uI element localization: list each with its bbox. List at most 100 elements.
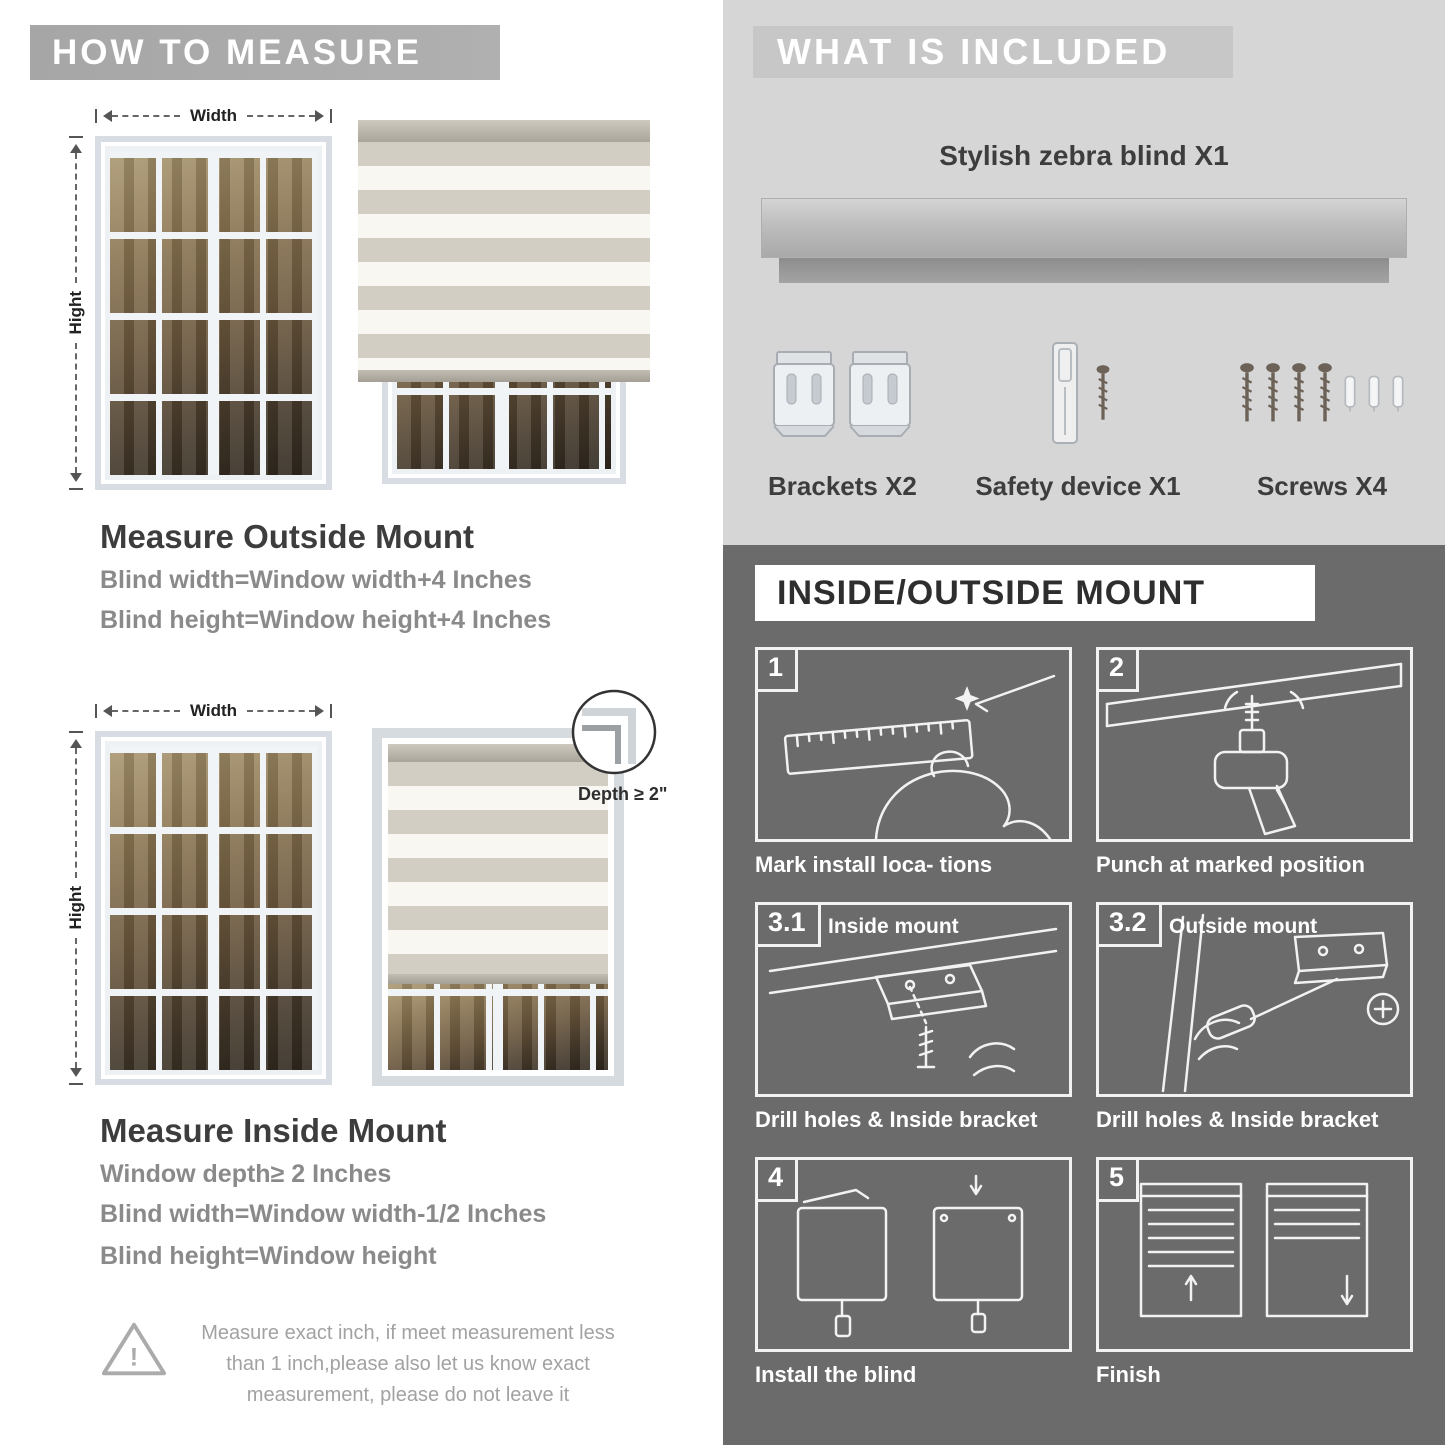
arrowhead-right-icon — [315, 705, 330, 717]
depth-label: Depth ≥ 2" — [578, 784, 668, 804]
arrowhead-up-icon — [70, 733, 82, 748]
product-title: Stylish zebra blind X1 — [939, 140, 1229, 171]
finish-illustration — [1139, 1182, 1369, 1318]
anchor-icon — [1344, 375, 1356, 412]
blind-bottomrail — [388, 974, 608, 984]
arrowhead-left-icon — [97, 705, 112, 717]
step-title: Outside mount — [1169, 915, 1318, 938]
zebra-blind-inside — [388, 744, 608, 984]
step-cell-4: 4 — [755, 1157, 1072, 1396]
window-glass — [388, 984, 608, 1070]
step-title: Inside mount — [828, 915, 959, 938]
step-caption: Drill holes & Inside bracket — [755, 1107, 1038, 1132]
step-number: 3.1 — [758, 905, 821, 947]
blind-stripes — [388, 762, 608, 974]
height-arrow-inside: Hight — [66, 731, 86, 1085]
arrow-cap — [69, 1083, 83, 1085]
width-label: Width — [189, 106, 238, 125]
inside-mount-blind-illustration — [372, 728, 624, 1086]
screws-label: Screws X4 — [1256, 471, 1388, 501]
arrowhead-down-icon — [70, 473, 82, 488]
height-arrow-outside: Hight — [66, 136, 86, 490]
arrow-cap — [69, 136, 83, 138]
headrail-bar — [761, 198, 1407, 258]
safety-device-label: Safety device X1 — [975, 471, 1181, 501]
inside-rule-3: Blind height=Window height — [100, 1242, 437, 1270]
dashed-line — [112, 710, 180, 712]
drill-illustration — [1105, 662, 1403, 836]
blind-stripes — [358, 142, 650, 370]
blind-bottomrail — [358, 370, 650, 382]
brackets-group: Brackets X2 — [768, 325, 917, 502]
safety-device-graphic — [1045, 325, 1111, 463]
brackets-label: Brackets X2 — [768, 471, 917, 501]
mount-steps-grid: 1 — [755, 647, 1413, 1396]
arrowhead-right-icon — [315, 110, 330, 122]
what-is-included-title: WHAT IS INCLUDED — [777, 31, 1171, 72]
warning-triangle-icon: ! — [101, 1322, 167, 1376]
safety-device-icon — [1051, 342, 1078, 444]
how-to-measure-section: HOW TO MEASURE Width Hight Measure Outsi… — [0, 0, 710, 1445]
step3-2-panel: 3.2 Outside mount — [1096, 902, 1413, 1097]
screw-icon — [1096, 365, 1110, 420]
step-number: 2 — [1099, 650, 1140, 692]
how-to-measure-title: HOW TO MEASURE — [52, 32, 422, 72]
mount-banner: INSIDE/OUTSIDE MOUNT — [755, 565, 1315, 621]
step4-panel: 4 — [755, 1157, 1072, 1352]
screw-icon — [1240, 363, 1254, 422]
step2-panel: 2 — [1096, 647, 1413, 842]
bracket-icon — [773, 351, 836, 437]
inside-outside-mount-section: INSIDE/OUTSIDE MOUNT 1 — [723, 545, 1445, 1445]
step-number: 4 — [758, 1160, 799, 1202]
blind-headrail — [388, 744, 608, 762]
blind-headrail — [358, 120, 650, 142]
screw-icon — [1318, 363, 1332, 422]
step-cell-3-1: 3.1 Inside mount — [755, 902, 1072, 1141]
step-cell-5: 5 Fi — [1096, 1157, 1413, 1396]
arrow-cap — [95, 704, 97, 718]
step-caption: Punch at marked position — [1096, 852, 1365, 877]
mount-title: INSIDE/OUTSIDE MOUNT — [777, 573, 1206, 612]
outside-bracket-illustration — [1161, 913, 1400, 1093]
outside-rule-1: Blind width=Window width+4 Inches — [100, 566, 532, 594]
inside-bracket-illustration — [768, 927, 1058, 1077]
depth-callout-icon — [570, 688, 658, 776]
inside-rule-1: Window depth≥ 2 Inches — [100, 1160, 392, 1188]
dashed-line — [75, 937, 77, 1068]
outside-rule-2: Blind height=Window height+4 Inches — [100, 606, 552, 634]
screws-graphic — [1239, 325, 1405, 463]
step-caption: Mark install loca- tions — [755, 852, 993, 877]
step3-1-panel: 3.1 Inside mount — [755, 902, 1072, 1097]
arrow-cap — [69, 731, 83, 733]
window-illustration-outside — [95, 136, 332, 490]
step-caption: Drill holes & Inside bracket — [1096, 1107, 1379, 1132]
bracket-icon — [849, 351, 912, 437]
anchor-icon — [1368, 375, 1380, 412]
window-glass — [110, 746, 317, 1070]
step1-panel: 1 — [755, 647, 1072, 842]
step-number: 3.2 — [1099, 905, 1162, 947]
arrow-cap — [95, 109, 97, 123]
measurement-warning: ! Measure exact inch, if meet measuremen… — [100, 1318, 630, 1411]
zebra-blind-headrail-image — [761, 198, 1407, 283]
included-items-row: Brackets X2 Safety device X1 — [768, 325, 1405, 502]
inside-rule-2: Blind width=Window width-1/2 Inches — [100, 1200, 547, 1228]
window-illustration-inside — [95, 731, 332, 1085]
height-label: Hight — [66, 886, 85, 930]
outside-mount-heading: Measure Outside Mount — [100, 518, 475, 555]
mark-location-illustration — [783, 674, 1056, 839]
width-arrow-inside: Width — [95, 701, 332, 721]
step-caption: Install the blind — [755, 1362, 917, 1387]
step-cell-2: 2 — [1096, 647, 1413, 886]
width-arrow-outside: Width — [95, 106, 332, 126]
inside-mount-heading: Measure Inside Mount — [100, 1112, 447, 1149]
headrail-lip — [779, 258, 1389, 283]
step-number: 1 — [758, 650, 799, 692]
dashed-line — [75, 748, 77, 879]
arrow-cap — [330, 704, 332, 718]
screw-icon — [1292, 363, 1306, 422]
arrow-cap — [69, 488, 83, 490]
zebra-blind-outside — [358, 120, 650, 382]
step-caption: Finish — [1096, 1362, 1161, 1387]
arrowhead-up-icon — [70, 138, 82, 153]
